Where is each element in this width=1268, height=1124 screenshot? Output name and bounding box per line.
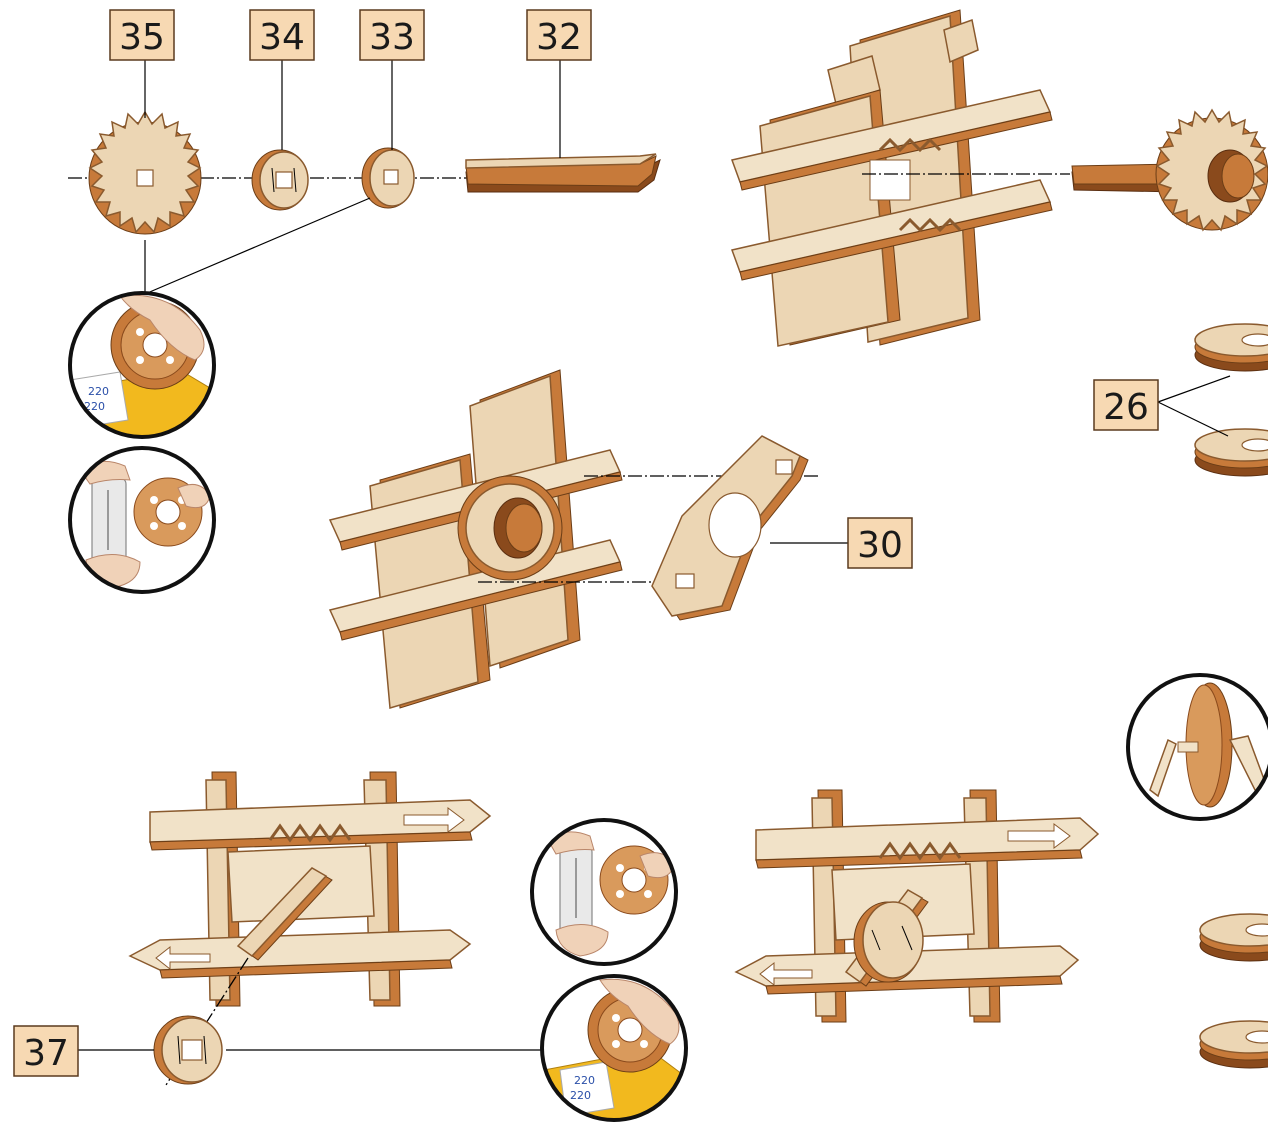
plate-30 [652, 436, 848, 620]
svg-text:26: 26 [1103, 387, 1149, 428]
frame-assembly-top-right [732, 10, 1070, 346]
part-label-37: 37 [14, 1026, 78, 1076]
part-label-34: 34 [250, 10, 314, 60]
spacer-34 [252, 150, 308, 210]
sanding-detail-icon: 220 220 [540, 974, 690, 1124]
shaft-with-gear-right [1072, 110, 1268, 230]
svg-text:220: 220 [574, 1074, 595, 1087]
part-label-32: 32 [527, 10, 591, 60]
spacer-37 [78, 1016, 542, 1084]
axle-peg-detail-icon [1128, 670, 1268, 830]
sanding-detail-icon: 220 220 [60, 290, 230, 440]
spacer-33 [362, 148, 414, 208]
svg-text:30: 30 [857, 525, 903, 566]
part-label-33: 33 [360, 10, 424, 60]
svg-text:37: 37 [23, 1033, 69, 1074]
part-label-26: 26 [1094, 380, 1158, 430]
glue-detail-icon [60, 440, 230, 600]
svg-text:35: 35 [119, 17, 165, 58]
svg-text:220: 220 [88, 385, 109, 398]
part-label-35: 35 [110, 10, 174, 60]
shaft-32 [466, 154, 660, 192]
spacers-26 [1158, 324, 1268, 476]
gear-35 [89, 112, 201, 234]
svg-text:34: 34 [259, 17, 305, 58]
svg-text:33: 33 [369, 17, 415, 58]
svg-text:32: 32 [536, 17, 582, 58]
svg-text:220: 220 [570, 1089, 591, 1102]
part-label-30: 30 [848, 518, 912, 568]
glue-detail-icon [530, 818, 680, 968]
spacers-bottom-right [1200, 914, 1268, 1068]
assembly-bottom-right [736, 790, 1098, 1022]
